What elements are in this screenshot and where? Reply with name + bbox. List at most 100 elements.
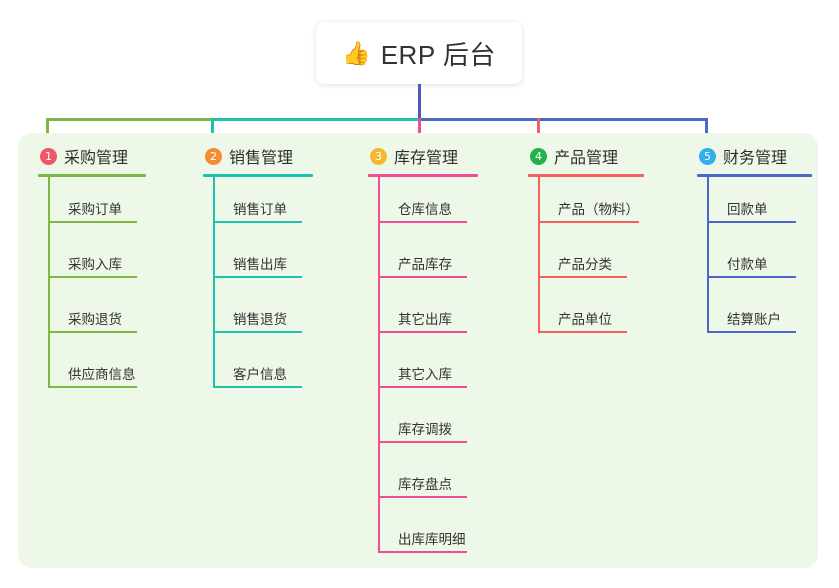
branch-number-badge: 3	[370, 147, 387, 165]
branch-item-label: 产品分类	[558, 257, 612, 272]
branch-column-3: 3 库存管理仓库信息产品库存其它出库其它入库库存调拨库存盘点出库库明细	[368, 145, 478, 562]
branch-header-5[interactable]: 5 财务管理	[697, 145, 812, 167]
branch-item-label: 客户信息	[233, 367, 287, 382]
branch-item[interactable]: 回款单	[708, 177, 812, 232]
branch-item-underline	[708, 221, 796, 223]
branch-spine	[48, 177, 50, 388]
branch-item-label: 结算账户	[727, 312, 781, 327]
branch-title: 销售管理	[229, 150, 294, 167]
branch-item[interactable]: 销售退货	[214, 287, 313, 342]
branch-item-label: 产品（物料）	[558, 202, 639, 217]
branch-item-underline	[379, 331, 467, 333]
branch-item[interactable]: 库存调拨	[379, 397, 478, 452]
branch-item[interactable]: 付款单	[708, 232, 812, 287]
branch-item[interactable]: 采购订单	[49, 177, 146, 232]
branch-item[interactable]: 采购入库	[49, 232, 146, 287]
page-title: ERP 后台	[380, 39, 496, 70]
branch-item-label: 采购订单	[68, 202, 122, 217]
root-node[interactable]: 👍 ERP 后台	[316, 22, 522, 84]
branch-number-badge: 5	[699, 147, 716, 165]
branch-item-underline	[49, 331, 137, 333]
branch-item[interactable]: 库存盘点	[379, 452, 478, 507]
branch-item-underline	[708, 276, 796, 278]
branch-item-label: 销售订单	[233, 202, 287, 217]
branch-item-underline	[214, 276, 302, 278]
branch-spine	[538, 177, 540, 333]
root-stem	[418, 84, 421, 121]
branch-item-label: 付款单	[727, 257, 768, 272]
branch-item-label: 采购入库	[68, 257, 122, 272]
branch-header-1[interactable]: 1 采购管理	[38, 145, 146, 167]
branch-item-underline	[49, 276, 137, 278]
branch-item-label: 回款单	[727, 202, 768, 217]
branch-title: 产品管理	[554, 150, 619, 167]
branch-item-underline	[214, 331, 302, 333]
branch-item-underline	[49, 221, 137, 223]
branch-item-list: 销售订单销售出库销售退货客户信息	[203, 177, 313, 397]
branch-item-list: 采购订单采购入库采购退货供应商信息	[38, 177, 146, 397]
branch-item[interactable]: 仓库信息	[379, 177, 478, 232]
branch-item-underline	[214, 386, 302, 388]
branch-item[interactable]: 其它入库	[379, 342, 478, 397]
branch-item[interactable]: 采购退货	[49, 287, 146, 342]
thumbs-up-icon: 👍	[342, 39, 371, 66]
branch-item[interactable]: 销售订单	[214, 177, 313, 232]
branch-item-underline	[539, 331, 627, 333]
branch-item-label: 采购退货	[68, 312, 122, 327]
branch-item-underline	[379, 496, 467, 498]
branch-item-underline	[379, 441, 467, 443]
branch-item[interactable]: 其它出库	[379, 287, 478, 342]
branch-number-badge: 2	[205, 147, 222, 165]
branch-column-1: 1 采购管理采购订单采购入库采购退货供应商信息	[38, 145, 146, 397]
branch-item-label: 其它入库	[398, 367, 452, 382]
branch-item-list: 产品（物料） 产品分类产品单位	[528, 177, 644, 342]
branch-item-underline	[379, 276, 467, 278]
branch-item-label: 产品单位	[558, 312, 612, 327]
branches-panel	[18, 133, 818, 568]
branch-number-badge: 4	[530, 147, 547, 165]
branch-item-label: 出库库明细	[398, 532, 466, 547]
branch-item[interactable]: 出库库明细	[379, 507, 478, 562]
branch-header-4[interactable]: 4 产品管理	[528, 145, 644, 167]
branch-column-4: 4 产品管理产品（物料） 产品分类产品单位	[528, 145, 644, 342]
branch-item-underline	[708, 331, 796, 333]
branch-item[interactable]: 产品库存	[379, 232, 478, 287]
branch-header-2[interactable]: 2 销售管理	[203, 145, 313, 167]
branch-title: 库存管理	[394, 150, 459, 167]
branch-item[interactable]: 供应商信息	[49, 342, 146, 397]
branch-item[interactable]: 客户信息	[214, 342, 313, 397]
branch-item-label: 供应商信息	[68, 367, 136, 382]
branch-item-label: 销售退货	[233, 312, 287, 327]
branch-item[interactable]: 销售出库	[214, 232, 313, 287]
branch-spine	[378, 177, 380, 553]
bus-segment-1	[46, 118, 214, 121]
branch-item-underline	[539, 221, 639, 223]
branch-item-label: 库存盘点	[398, 477, 452, 492]
branch-item-underline	[214, 221, 302, 223]
branch-underline	[528, 174, 644, 177]
bus-segment-3	[418, 118, 708, 121]
branch-title: 财务管理	[723, 150, 788, 167]
branch-item[interactable]: 产品（物料）	[539, 177, 644, 232]
branch-spine	[213, 177, 215, 388]
branch-item-label: 其它出库	[398, 312, 452, 327]
branch-item-label: 仓库信息	[398, 202, 452, 217]
branch-item[interactable]: 产品单位	[539, 287, 644, 342]
branch-number-badge: 1	[40, 147, 57, 165]
branch-title: 采购管理	[64, 150, 129, 167]
branch-item[interactable]: 产品分类	[539, 232, 644, 287]
branch-item[interactable]: 结算账户	[708, 287, 812, 342]
branch-header-3[interactable]: 3 库存管理	[368, 145, 478, 167]
branch-item-list: 仓库信息产品库存其它出库其它入库库存调拨库存盘点出库库明细	[368, 177, 478, 562]
branch-item-underline	[49, 386, 137, 388]
branch-column-5: 5 财务管理回款单付款单结算账户	[697, 145, 812, 342]
branch-item-underline	[379, 221, 467, 223]
branch-spine	[707, 177, 709, 333]
branch-underline	[203, 174, 313, 177]
branch-item-label: 产品库存	[398, 257, 452, 272]
branch-item-label: 销售出库	[233, 257, 287, 272]
branch-item-label: 库存调拨	[398, 422, 452, 437]
branch-item-list: 回款单付款单结算账户	[697, 177, 812, 342]
bus-segment-2	[211, 118, 421, 121]
